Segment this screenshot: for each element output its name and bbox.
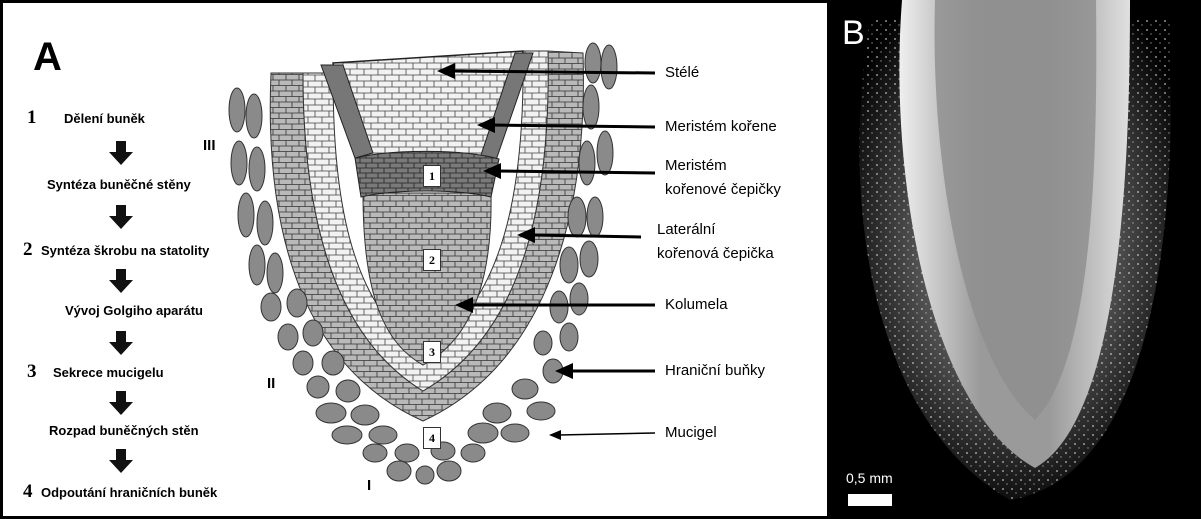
zone-label: 3 (423, 341, 441, 363)
label-root-meristem: Meristém kořene (665, 118, 777, 135)
label-lateral-cap-line2: kořenová čepička (657, 245, 774, 262)
panel-b-letter: B (842, 14, 865, 53)
panel-b-micrograph: B 0,5 mm (830, 0, 1201, 519)
label-stele: Stélé (665, 64, 699, 81)
label-cap-meristem: Meristém (665, 157, 727, 174)
label-lateral-cap: Laterální (657, 221, 715, 238)
label-columella: Kolumela (665, 296, 728, 313)
zone-roman-numeral: I (367, 477, 371, 494)
zone-roman-numeral: II (267, 375, 275, 392)
zone-label: 2 (423, 249, 441, 271)
label-mucigel: Mucigel (665, 424, 717, 441)
scale-bar-label: 0,5 mm (846, 470, 893, 486)
zone-roman-numeral: III (203, 137, 216, 154)
root-micrograph-image (830, 0, 1201, 519)
zone-label: 1 (423, 165, 441, 187)
label-border-cells: Hraniční buňky (665, 362, 765, 379)
scale-bar (848, 494, 892, 506)
label-cap-meristem-line2: kořenové čepičky (665, 181, 781, 198)
zone-label: 4 (423, 427, 441, 449)
panel-a: A 1 Dělení buněk Syntéza buněčné stěny 2… (0, 0, 830, 519)
